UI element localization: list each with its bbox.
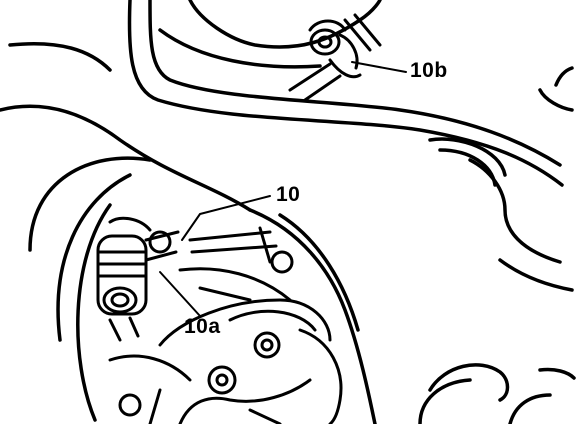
callout-10b: 10b <box>410 59 448 82</box>
lower-housing <box>108 328 343 424</box>
round-pad <box>418 363 576 424</box>
leader-10b <box>351 61 407 73</box>
leader-10 <box>181 195 271 241</box>
leader-lines <box>159 61 407 317</box>
wheel-housing-arcs <box>0 41 377 424</box>
callout-10: 10 <box>276 183 301 206</box>
bracket-assembly <box>158 226 332 347</box>
bolt-10b-assembly <box>288 13 382 102</box>
right-edge-structure <box>428 66 574 292</box>
sensor-connector <box>96 216 180 342</box>
leader-10a <box>159 271 201 317</box>
callout-10a: 10a <box>184 315 221 338</box>
upper-frame-rail <box>127 0 564 187</box>
